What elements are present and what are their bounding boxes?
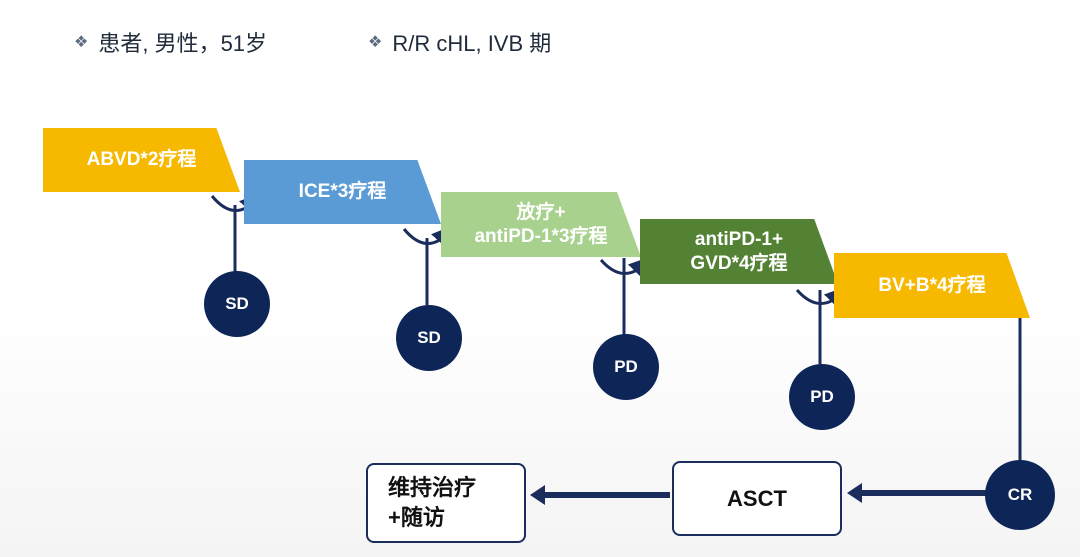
step-label-line2: GVD*4疗程 <box>690 252 788 274</box>
treatment-step-abvd: ABVD*2疗程 <box>43 128 240 192</box>
patient-text: 患者, 男性，51岁 <box>98 31 268 56</box>
patient-info: ❖ 患者, 男性，51岁 <box>74 26 267 58</box>
response-label: SD <box>417 328 441 347</box>
diagnosis-info: ❖ R/R cHL, IVB 期 <box>368 26 551 58</box>
step-label: BV+B*4疗程 <box>878 274 986 296</box>
response-node-pd: PD <box>593 334 659 400</box>
arrow-left-icon <box>847 483 862 503</box>
maintenance-box: 维持治疗 +随访 <box>366 463 526 543</box>
response-label: PD <box>614 357 638 376</box>
treatment-step-gvd: antiPD-1+ GVD*4疗程 <box>640 219 838 284</box>
diamond-bullet-icon: ❖ <box>368 34 383 51</box>
response-node-cr: CR <box>985 460 1055 530</box>
diagnosis-text: R/R cHL, IVB 期 <box>392 31 552 56</box>
treatment-step-ice: ICE*3疗程 <box>244 160 441 224</box>
response-label: CR <box>1007 485 1033 504</box>
response-node-pd: PD <box>789 364 855 430</box>
diamond-bullet-icon: ❖ <box>74 34 89 51</box>
response-node-sd: SD <box>396 305 462 371</box>
maintenance-line1: 维持治疗 <box>388 475 477 501</box>
step-label-line1: 放疗+ <box>516 201 566 223</box>
treatment-step-radiotherapy: 放疗+ antiPD-1*3疗程 <box>441 192 641 257</box>
response-label: SD <box>225 294 249 313</box>
step-label-line1: antiPD-1+ <box>694 228 784 250</box>
arrow-left-icon <box>530 485 545 505</box>
arrow-shaft <box>542 492 670 498</box>
maintenance-line2: +随访 <box>388 505 445 530</box>
step-label: ABVD*2疗程 <box>86 149 197 171</box>
treatment-step-bv: BV+B*4疗程 <box>834 253 1030 318</box>
asct-label: ASCT <box>727 485 787 511</box>
asct-box: ASCT <box>672 461 842 536</box>
arrow-shaft <box>858 490 986 496</box>
response-node-sd: SD <box>204 271 270 337</box>
step-label-line2: antiPD-1*3疗程 <box>474 225 608 247</box>
step-label: ICE*3疗程 <box>298 181 387 203</box>
response-label: PD <box>810 387 834 406</box>
